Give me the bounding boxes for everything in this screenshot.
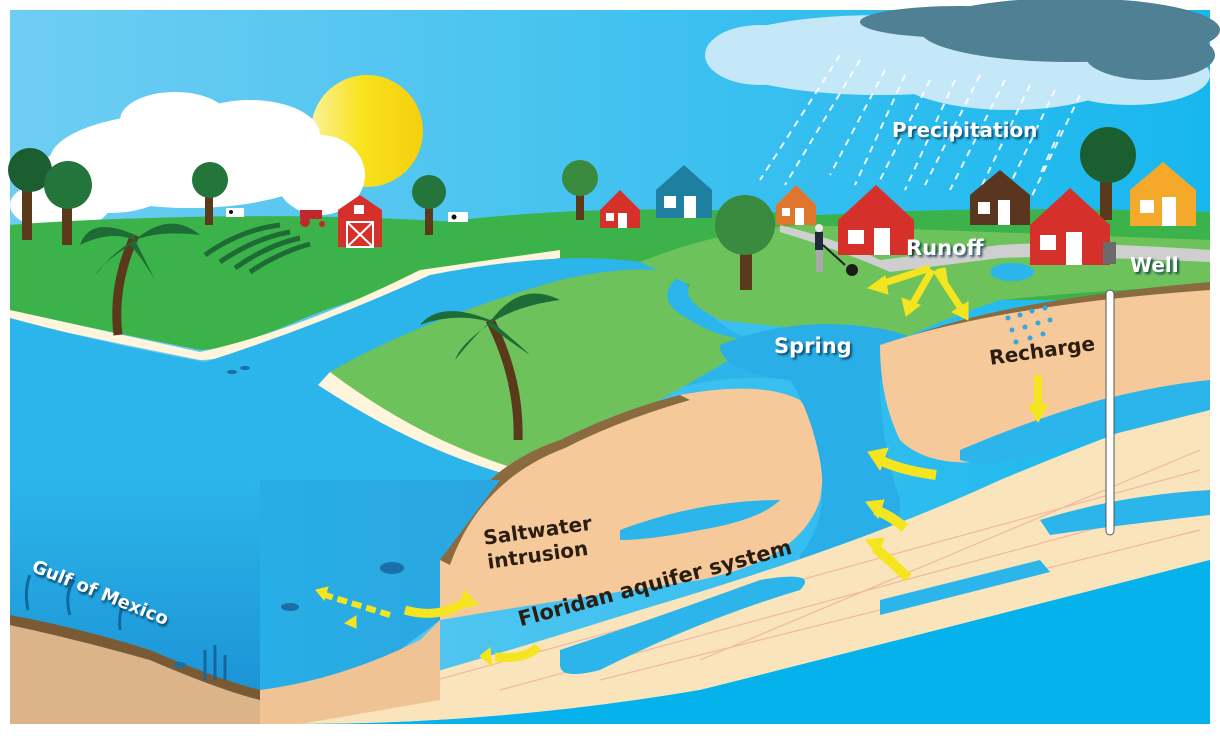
road (780, 225, 1210, 272)
tree-icon (8, 127, 1136, 290)
shoreline (10, 250, 560, 360)
aquifer-water (560, 380, 1210, 674)
deep-water (300, 560, 1210, 724)
seabed-edge (10, 615, 260, 700)
spring-conduit (790, 370, 900, 583)
label-precipitation: Precipitation (892, 118, 1038, 142)
house-icon (838, 185, 914, 255)
person-spreader-icon (815, 224, 858, 276)
house-icon (600, 190, 640, 228)
house-icon (970, 170, 1030, 225)
left-bank (10, 216, 600, 350)
pond (990, 263, 1034, 281)
turtle-icon (380, 562, 404, 574)
barn-icon (338, 195, 382, 248)
sand-layer-left (440, 388, 823, 620)
recharge-drops-icon (1005, 305, 1053, 345)
palm-tree-icon (80, 223, 560, 441)
seaweed-icon (24, 574, 227, 680)
tractor-icon (300, 210, 325, 227)
seabed (10, 625, 260, 724)
flow-arrows (315, 264, 1049, 668)
storm-cloud-icon (860, 0, 1220, 80)
label-runoff: Runoff (906, 236, 984, 260)
recharge-arrow-icon (1027, 375, 1049, 423)
limestone-layer (260, 400, 1210, 724)
house-icon (1130, 162, 1196, 226)
gulf-side (260, 480, 500, 724)
island (330, 269, 760, 470)
cow-icon (226, 208, 468, 222)
spring-pool (720, 324, 920, 382)
label-well: Well (1130, 253, 1179, 277)
fish-icon (174, 366, 404, 668)
well-icon (1103, 242, 1116, 536)
rain-drops-icon (759, 54, 1081, 201)
crop-rows (203, 222, 311, 275)
sand-layer-right (880, 290, 1210, 463)
house-icon (776, 185, 816, 225)
house-icons (600, 162, 1196, 265)
runoff-arrow-icon (866, 264, 969, 321)
house-icon (1030, 188, 1110, 265)
seabed-side (260, 620, 440, 724)
label-spring: Spring (774, 334, 852, 358)
saltwater-dashed-arrow-icon (324, 592, 391, 618)
house-icon (656, 165, 712, 218)
